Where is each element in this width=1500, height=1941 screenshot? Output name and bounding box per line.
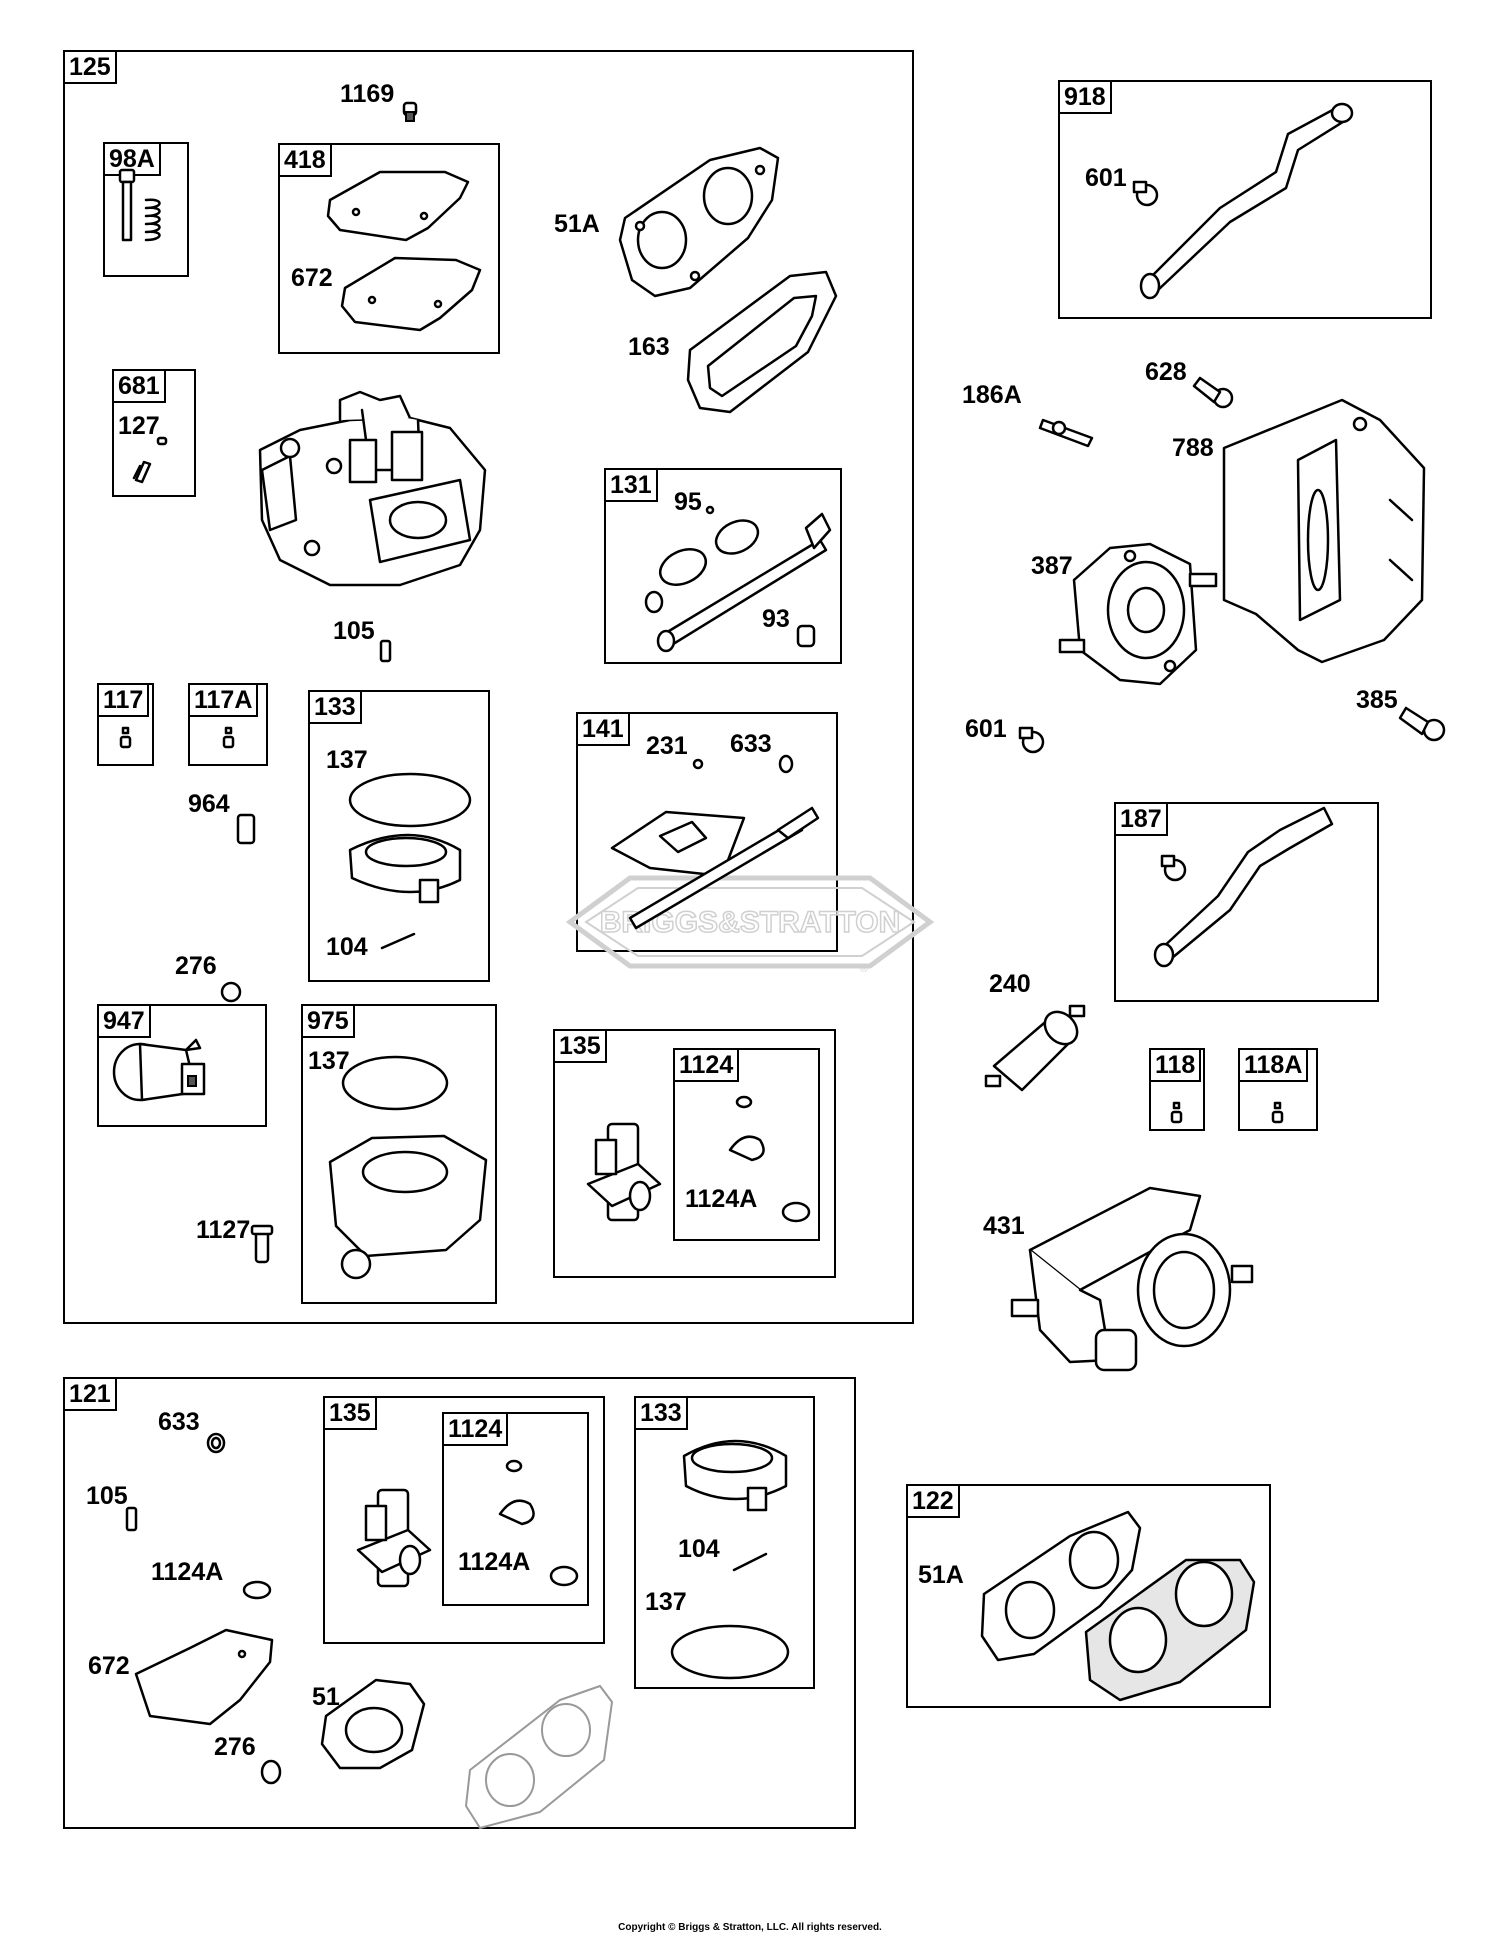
part-601-clamp-icon-mid bbox=[1018, 726, 1045, 754]
group-tag-918: 918 bbox=[1058, 80, 1112, 114]
part-label-672-bottom: 672 bbox=[88, 1652, 130, 1680]
part-label-633-bottom: 633 bbox=[158, 1408, 200, 1436]
part-label-104-a: 104 bbox=[326, 933, 368, 961]
group-tag-141: 141 bbox=[576, 712, 630, 746]
group-121-box: 121 bbox=[63, 1377, 856, 1829]
part-label-186A: 186A bbox=[962, 381, 1022, 409]
group-tag-947: 947 bbox=[97, 1004, 151, 1038]
part-label-601-top: 601 bbox=[1085, 164, 1127, 192]
part-label-276-top: 276 bbox=[175, 952, 217, 980]
group-1124-box-bottom: 1124 bbox=[442, 1412, 589, 1606]
part-label-105-bottom: 105 bbox=[86, 1482, 128, 1510]
copyright-footer: Copyright © Briggs & Stratton, LLC. All … bbox=[618, 1922, 882, 1933]
part-788-bracket-icon bbox=[1222, 398, 1426, 664]
group-1124-box-top: 1124 bbox=[673, 1048, 820, 1241]
part-label-104-b: 104 bbox=[678, 1535, 720, 1563]
group-tag-681: 681 bbox=[112, 369, 166, 403]
group-tag-117: 117 bbox=[97, 683, 150, 717]
part-label-51A-bottom: 51A bbox=[918, 1561, 964, 1589]
watermark-registered-mark: ® bbox=[860, 963, 868, 972]
group-tag-135-top: 135 bbox=[553, 1029, 607, 1063]
group-133-box-top: 133 bbox=[308, 690, 490, 982]
group-118A-box: 118A bbox=[1238, 1048, 1318, 1131]
briggs-stratton-watermark: BRIGGS&STRATTON ® bbox=[565, 875, 935, 972]
group-tag-133-top: 133 bbox=[308, 690, 362, 724]
part-label-51A-top: 51A bbox=[554, 210, 600, 238]
group-918-box: 918 bbox=[1058, 80, 1432, 319]
group-tag-117A: 117A bbox=[188, 683, 259, 717]
part-label-1127: 1127 bbox=[196, 1216, 251, 1244]
part-385-screw-icon bbox=[1398, 706, 1446, 742]
group-418-box: 418 bbox=[278, 143, 500, 354]
group-135-box-top: 135 bbox=[553, 1029, 836, 1278]
group-tag-187: 187 bbox=[1114, 802, 1168, 836]
part-186A-fitting-icon bbox=[1038, 418, 1094, 448]
group-tag-125: 125 bbox=[63, 50, 117, 84]
part-label-127: 127 bbox=[118, 412, 160, 440]
part-label-1124A-a: 1124A bbox=[685, 1185, 758, 1213]
group-118-box: 118 bbox=[1149, 1048, 1205, 1131]
group-141-box: 141 bbox=[576, 712, 838, 952]
part-label-788: 788 bbox=[1172, 434, 1214, 462]
group-tag-135-bottom: 135 bbox=[323, 1396, 377, 1430]
group-tag-418: 418 bbox=[278, 143, 332, 177]
watermark-brand-text: BRIGGS&STRATTON bbox=[600, 906, 901, 939]
group-tag-121: 121 bbox=[63, 1377, 117, 1411]
group-117-box: 117 bbox=[97, 683, 154, 766]
part-387-fuel-pump-icon bbox=[1058, 542, 1218, 686]
group-tag-1124-top: 1124 bbox=[673, 1048, 740, 1082]
group-681-box: 681 bbox=[112, 369, 196, 497]
part-label-231: 231 bbox=[646, 732, 688, 760]
group-947-box: 947 bbox=[97, 1004, 267, 1127]
part-label-137-b: 137 bbox=[308, 1047, 350, 1075]
group-135-box-bottom: 135 bbox=[323, 1396, 605, 1644]
part-label-1124A-b: 1124A bbox=[151, 1558, 224, 1586]
part-label-431: 431 bbox=[983, 1212, 1025, 1240]
group-tag-98A: 98A bbox=[103, 142, 161, 176]
part-431-intake-manifold-icon bbox=[1010, 1186, 1254, 1372]
part-628-screw-icon bbox=[1192, 376, 1234, 409]
part-label-633-top: 633 bbox=[730, 730, 772, 758]
part-label-137-c: 137 bbox=[645, 1588, 687, 1616]
group-187-box: 187 bbox=[1114, 802, 1379, 1002]
group-117A-box: 117A bbox=[188, 683, 268, 766]
part-label-628: 628 bbox=[1145, 358, 1187, 386]
part-label-385: 385 bbox=[1356, 686, 1398, 714]
group-98A-box: 98A bbox=[103, 142, 189, 277]
group-tag-975: 975 bbox=[301, 1004, 355, 1038]
part-label-1124A-c: 1124A bbox=[458, 1548, 531, 1576]
group-tag-118A: 118A bbox=[1238, 1048, 1309, 1082]
part-label-163: 163 bbox=[628, 333, 670, 361]
group-tag-122: 122 bbox=[906, 1484, 960, 1518]
part-240-fuel-filter-icon bbox=[984, 1004, 1086, 1092]
part-label-240: 240 bbox=[989, 970, 1031, 998]
part-label-601-mid: 601 bbox=[965, 715, 1007, 743]
part-label-137-a: 137 bbox=[326, 746, 368, 774]
part-label-276-bottom: 276 bbox=[214, 1733, 256, 1761]
group-975-box: 975 bbox=[301, 1004, 497, 1304]
part-label-387: 387 bbox=[1031, 552, 1073, 580]
part-label-964: 964 bbox=[188, 790, 230, 818]
group-133-box-bottom: 133 bbox=[634, 1396, 815, 1689]
group-tag-118: 118 bbox=[1149, 1048, 1202, 1082]
part-label-105-top: 105 bbox=[333, 617, 375, 645]
part-label-672-top: 672 bbox=[291, 264, 333, 292]
group-131-box: 131 bbox=[604, 468, 842, 664]
group-125-box: 125 bbox=[63, 50, 914, 1324]
group-tag-131: 131 bbox=[604, 468, 658, 502]
group-tag-1124-bottom: 1124 bbox=[442, 1412, 509, 1446]
part-label-51: 51 bbox=[312, 1683, 340, 1711]
group-tag-133-bottom: 133 bbox=[634, 1396, 688, 1430]
part-label-95: 95 bbox=[674, 488, 702, 516]
group-122-box: 122 bbox=[906, 1484, 1271, 1708]
part-label-93: 93 bbox=[762, 605, 790, 633]
part-label-1169: 1169 bbox=[340, 80, 395, 108]
